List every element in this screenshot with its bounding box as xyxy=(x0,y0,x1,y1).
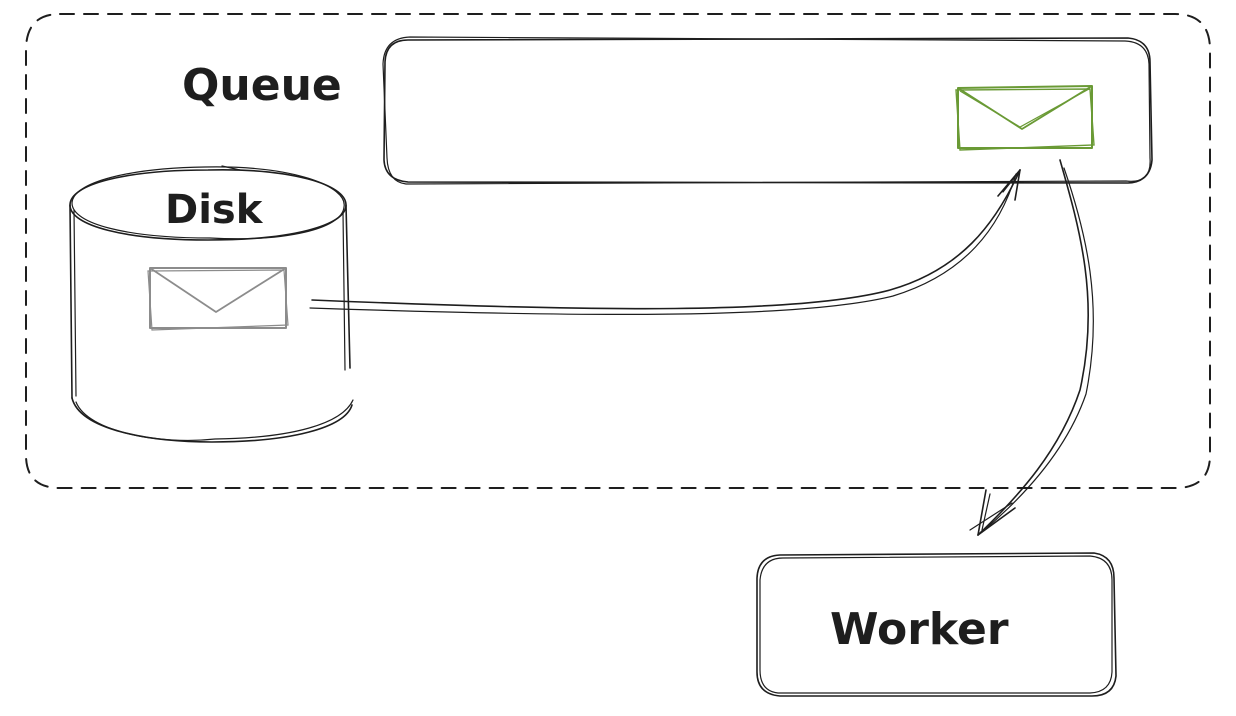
disk-cylinder xyxy=(69,165,354,443)
disk-to-queue-arrow xyxy=(309,169,1021,316)
queue-to-worker-arrow xyxy=(969,159,1094,536)
queue-box xyxy=(382,36,1153,185)
disk-label: Disk xyxy=(165,187,264,233)
stored-message-envelope-icon xyxy=(147,267,289,331)
queue-label: Queue xyxy=(182,60,342,111)
queue-boundary xyxy=(25,13,1211,489)
worker-label: Worker xyxy=(830,604,1009,655)
worker-box xyxy=(756,552,1117,697)
queued-message-envelope-icon xyxy=(955,85,1095,151)
